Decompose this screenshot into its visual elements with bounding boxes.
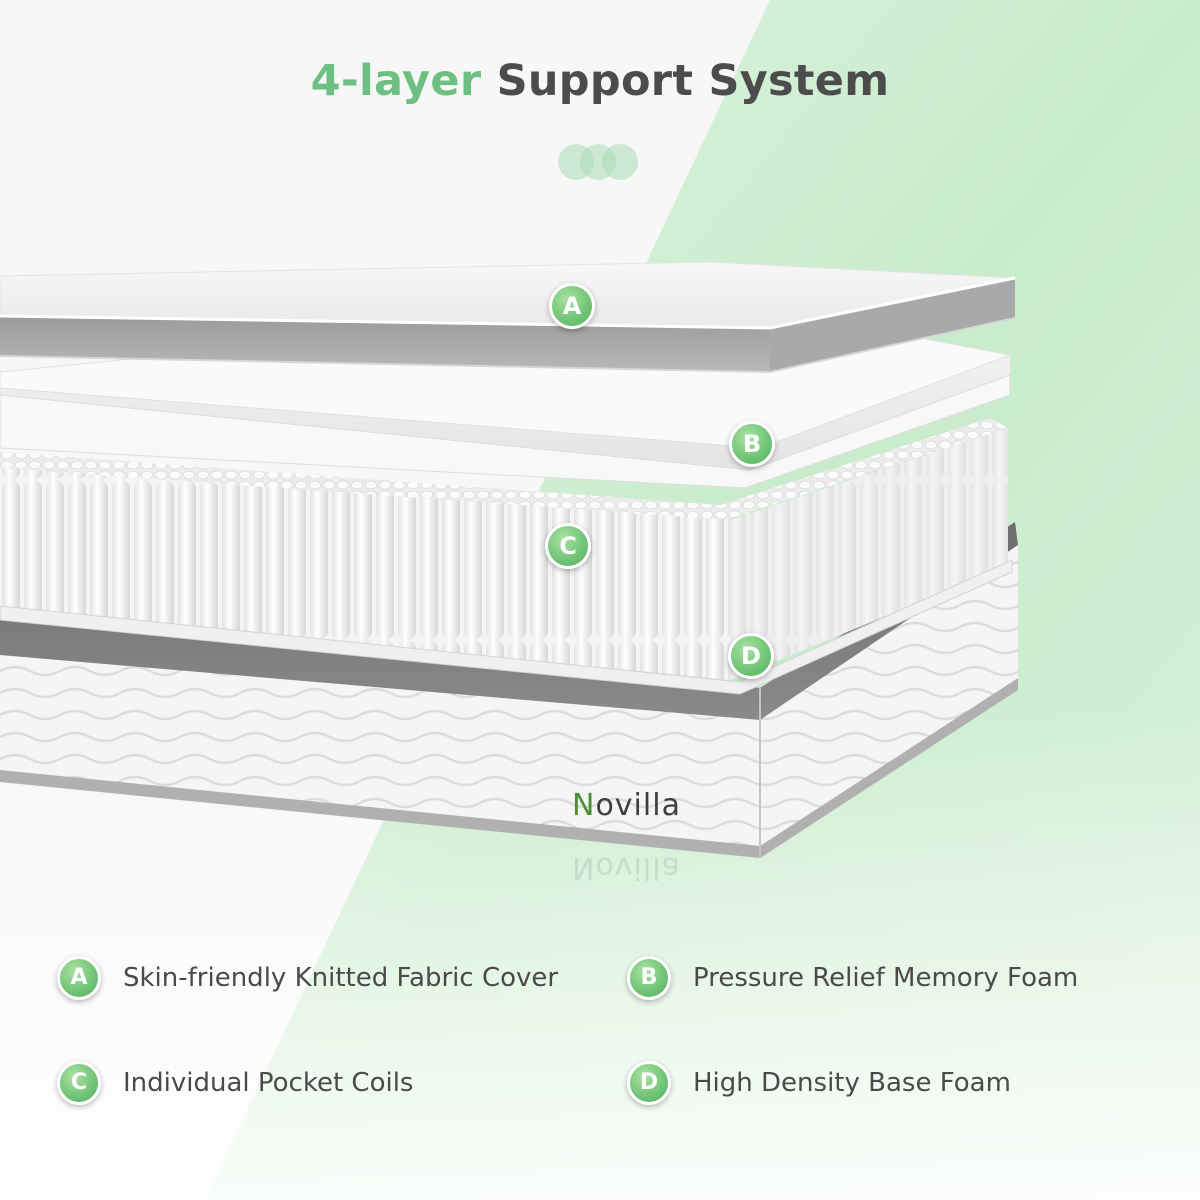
legend-badge-d: D <box>627 1061 671 1105</box>
legend-item-b: B Pressure Relief Memory Foam <box>627 953 1078 1003</box>
dot <box>602 144 638 180</box>
legend-badge-c: C <box>57 1061 101 1105</box>
legend-badge-a: A <box>57 956 101 1000</box>
layer-badge-c: C <box>545 523 591 569</box>
brand-rest: ovilla <box>595 788 681 823</box>
layer-badge-d: D <box>728 633 774 679</box>
legend-item-a: A Skin-friendly Knitted Fabric Cover <box>57 953 558 1003</box>
legend-item-d: D High Density Base Foam <box>627 1058 1011 1108</box>
layer-badge-a: A <box>549 283 595 329</box>
legend-item-c: C Individual Pocket Coils <box>57 1058 413 1108</box>
brand-reflection: Novilla <box>572 850 681 885</box>
layer-badge-b: B <box>729 421 775 467</box>
page-title: 4-layer Support System <box>0 56 1200 106</box>
brand-reflection-rest: ovilla <box>595 850 681 885</box>
layer-d-base-foam <box>0 522 1018 858</box>
title-accent: 4-layer <box>310 56 482 106</box>
legend-label-c: Individual Pocket Coils <box>123 1068 414 1098</box>
legend-badge-b: B <box>627 956 671 1000</box>
legend-label-d: High Density Base Foam <box>693 1068 1011 1098</box>
legend-label-a: Skin-friendly Knitted Fabric Cover <box>123 963 559 993</box>
brand-first-letter: N <box>572 788 596 823</box>
brand-reflection-first: N <box>572 850 596 885</box>
brand-logo: Novilla <box>572 788 681 823</box>
decorative-dots <box>558 144 642 180</box>
legend-label-b: Pressure Relief Memory Foam <box>693 963 1079 993</box>
layer-c-pocket-coils <box>0 418 1013 695</box>
layer-a-knitted-cover <box>0 261 1016 374</box>
title-rest: Support System <box>496 56 890 106</box>
